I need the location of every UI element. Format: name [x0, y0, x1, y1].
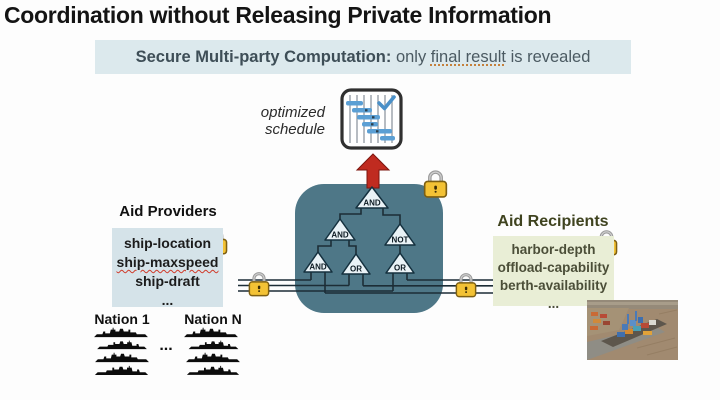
- nation-n-fleet: [183, 325, 245, 376]
- gate-and-bottom: [303, 251, 333, 273]
- lock-icon: [422, 170, 449, 199]
- red-up-arrow-icon: [355, 153, 391, 189]
- banner-underlined-text: final result: [430, 47, 506, 66]
- checkmark-icon: [377, 95, 396, 111]
- warship-icon: [188, 340, 239, 350]
- nations-ellipsis: ...: [159, 337, 173, 354]
- recipient-item: harbor-depth: [511, 242, 596, 257]
- warship-icon: [94, 365, 149, 375]
- aid-providers-box: ship-location ship-maxspeed ship-draft .…: [112, 228, 223, 308]
- secure-computation-circuit: AND AND NOT AND OR OR: [238, 153, 505, 313]
- nation-n-label: Nation N: [184, 311, 242, 327]
- gate-and-top: [355, 186, 389, 209]
- gate-or-left: [341, 253, 371, 275]
- gate-or-right: [385, 252, 415, 274]
- harbor-photo: [587, 300, 678, 360]
- gate-label: AND: [309, 263, 327, 272]
- aid-providers-heading: Aid Providers: [119, 203, 217, 220]
- smc-banner: Secure Multi-party Computation: only fin…: [95, 40, 631, 74]
- gate-not: [384, 223, 416, 246]
- gate-and-mid: [324, 218, 356, 241]
- warship-icon: [94, 327, 148, 338]
- banner-text-after: is revealed: [506, 47, 591, 66]
- gate-label: AND: [331, 231, 349, 240]
- computation-box: [295, 184, 443, 313]
- warship-icon: [184, 327, 238, 338]
- schedule-label-line2: schedule: [264, 121, 325, 138]
- recipient-item: berth-availability: [499, 278, 608, 293]
- aid-recipients-heading: Aid Recipients: [497, 213, 609, 230]
- recipient-item: offload-capability: [497, 260, 610, 275]
- provider-item: ship-maxspeed: [116, 254, 219, 270]
- lock-icon: [454, 273, 478, 299]
- gate-label: OR: [350, 265, 362, 274]
- page-title: Coordination without Releasing Private I…: [4, 2, 552, 28]
- gate-label: OR: [394, 264, 406, 273]
- banner-bold-label: Secure Multi-party Computation:: [135, 47, 392, 66]
- warship-icon: [186, 365, 240, 375]
- banner-text-before: only: [391, 47, 431, 66]
- recipient-item: ...: [547, 296, 560, 311]
- optimized-schedule-label: optimized schedule: [233, 104, 325, 138]
- nation-1-label: Nation 1: [94, 311, 150, 327]
- provider-item: ship-location: [123, 235, 212, 251]
- gate-label: AND: [363, 199, 381, 208]
- warship-icon: [95, 352, 149, 363]
- gate-label: NOT: [392, 236, 409, 245]
- provider-item: ...: [161, 292, 174, 308]
- lock-icon: [247, 272, 271, 298]
- provider-item: ship-draft: [135, 273, 200, 289]
- nation-1-fleet: [92, 325, 154, 376]
- aid-recipients-box: harbor-depth offload-capability berth-av…: [493, 236, 614, 311]
- schedule-icon: [340, 88, 403, 150]
- schedule-label-line1: optimized: [260, 104, 325, 121]
- warship-icon: [97, 340, 147, 350]
- warship-icon: [186, 352, 240, 363]
